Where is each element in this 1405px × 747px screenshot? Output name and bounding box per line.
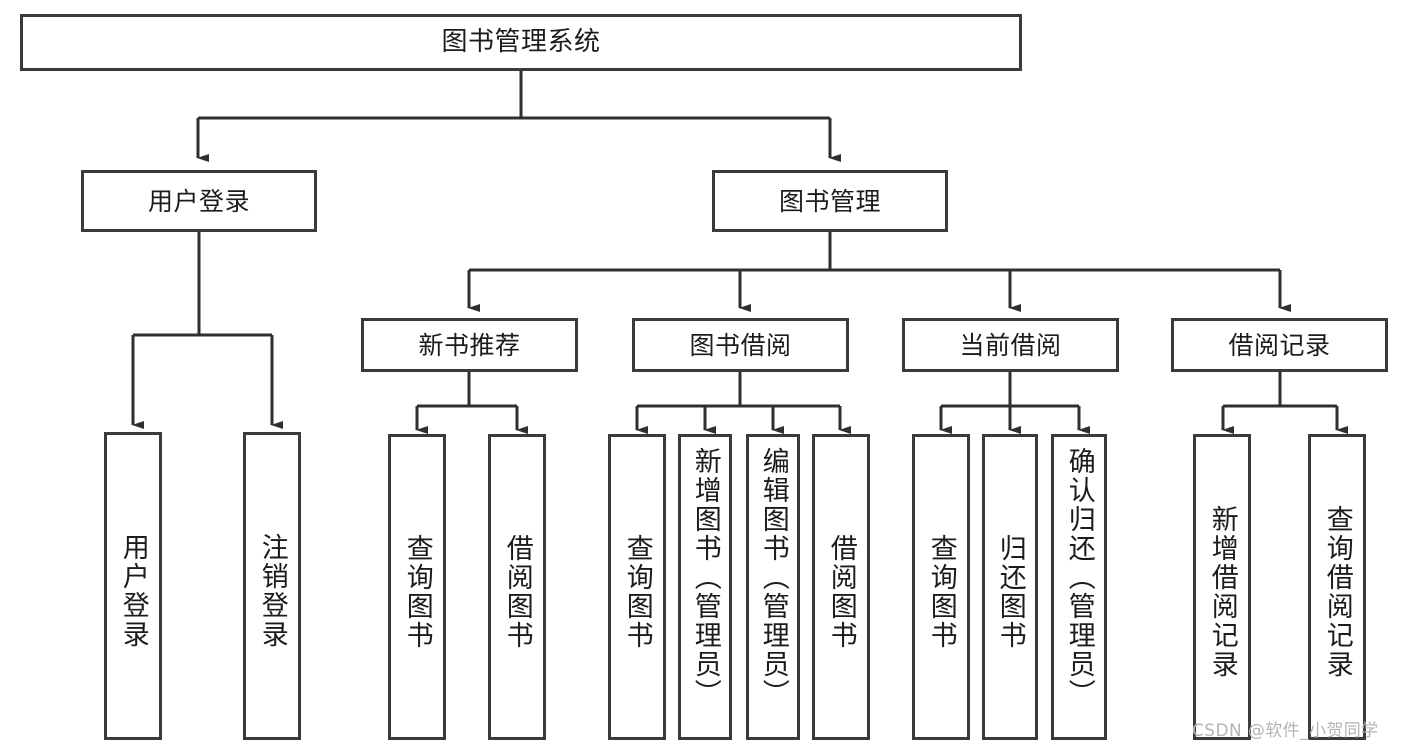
leaf-user-login[interactable]: 用户登录 [104, 432, 162, 740]
node-label: 当前借阅 [959, 330, 1062, 360]
node-label: 新增图书（管理员） [689, 447, 721, 708]
node-label: 确认归还（管理员） [1063, 447, 1095, 708]
node-label: 图书借阅 [689, 330, 792, 360]
node-label: 借阅记录 [1228, 330, 1331, 360]
leaf-query-book-current[interactable]: 查询图书 [912, 434, 970, 740]
node-label: 查询图书 [621, 534, 653, 650]
node-user-login[interactable]: 用户登录 [81, 170, 317, 232]
node-new-book-recommend[interactable]: 新书推荐 [361, 318, 578, 372]
node-book-borrow[interactable]: 图书借阅 [632, 318, 849, 372]
node-book-management[interactable]: 图书管理 [712, 170, 948, 232]
leaf-edit-book-admin[interactable]: 编辑图书（管理员） [746, 434, 800, 740]
node-label: 图书管理 [778, 186, 881, 216]
node-label: 图书管理系统 [441, 27, 601, 58]
leaf-query-book-borrow[interactable]: 查询图书 [608, 434, 666, 740]
node-label: 新增借阅记录 [1206, 505, 1238, 679]
leaf-logout[interactable]: 注销登录 [243, 432, 301, 740]
leaf-confirm-return-admin[interactable]: 确认归还（管理员） [1051, 434, 1107, 740]
node-label: 编辑图书（管理员） [757, 447, 789, 708]
leaf-borrow-book-recommend[interactable]: 借阅图书 [488, 434, 546, 740]
leaf-return-book[interactable]: 归还图书 [982, 434, 1038, 740]
node-label: 注销登录 [256, 533, 288, 649]
leaf-borrow-book[interactable]: 借阅图书 [812, 434, 870, 740]
node-label: 借阅图书 [825, 534, 857, 650]
leaf-query-borrow-record[interactable]: 查询借阅记录 [1308, 434, 1366, 740]
leaf-add-book-admin[interactable]: 新增图书（管理员） [678, 434, 732, 740]
node-label: 查询借阅记录 [1321, 505, 1353, 679]
node-label: 借阅图书 [501, 534, 533, 650]
csdn-watermark: CSDN @软件_小贺同学 [1192, 721, 1379, 741]
node-root-system[interactable]: 图书管理系统 [20, 14, 1022, 71]
node-label: 查询图书 [925, 534, 957, 650]
node-label: 用户登录 [117, 533, 149, 649]
leaf-query-book-recommend[interactable]: 查询图书 [388, 434, 446, 740]
node-current-borrow[interactable]: 当前借阅 [902, 318, 1119, 372]
node-borrow-record[interactable]: 借阅记录 [1171, 318, 1388, 372]
node-label: 新书推荐 [418, 330, 521, 360]
node-label: 归还图书 [994, 534, 1026, 650]
node-label: 查询图书 [401, 534, 433, 650]
node-label: 用户登录 [147, 186, 250, 216]
leaf-add-borrow-record[interactable]: 新增借阅记录 [1193, 434, 1251, 740]
